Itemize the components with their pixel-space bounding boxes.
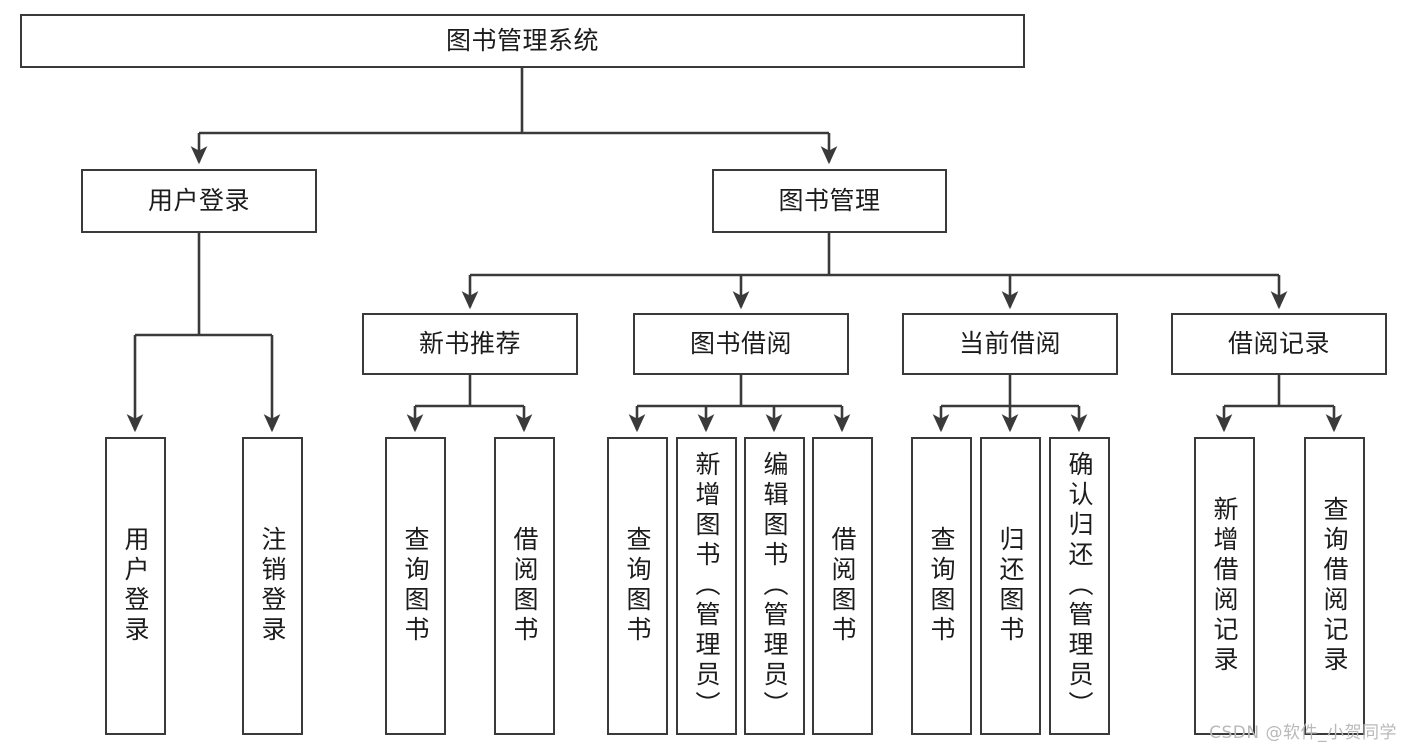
node-borrow-record[interactable]: 借阅记录 (1171, 313, 1387, 375)
node-leaf-user-login[interactable]: 用户登录 (105, 437, 166, 735)
node-user-login[interactable]: 用户登录 (81, 169, 317, 233)
node-label: 归还图书 (996, 526, 1025, 646)
node-label: 新书推荐 (418, 329, 521, 359)
node-label: 当前借阅 (958, 329, 1061, 359)
node-label: 注销登录 (258, 526, 287, 646)
node-book-management[interactable]: 图书管理 (712, 169, 947, 233)
node-label: 借阅记录 (1227, 329, 1330, 359)
node-label: 新增图书（管理员） (692, 451, 721, 721)
node-leaf-query-book-3[interactable]: 查询图书 (911, 437, 972, 735)
node-leaf-query-book-2[interactable]: 查询图书 (607, 437, 668, 735)
node-label: 确认归还（管理员） (1065, 451, 1094, 721)
node-label: 用户登录 (121, 526, 150, 646)
node-leaf-return-book[interactable]: 归还图书 (980, 437, 1041, 735)
node-label: 图书管理系统 (445, 26, 599, 56)
node-label: 用户登录 (147, 186, 250, 216)
node-label: 新增借阅记录 (1210, 496, 1239, 676)
node-leaf-add-borrow-record[interactable]: 新增借阅记录 (1194, 437, 1255, 735)
node-label: 查询图书 (623, 526, 652, 646)
node-label: 编辑图书（管理员） (760, 451, 789, 721)
node-label: 借阅图书 (510, 526, 539, 646)
node-leaf-borrow-book-2[interactable]: 借阅图书 (812, 437, 873, 735)
node-label: 借阅图书 (828, 526, 857, 646)
node-new-book-recommend[interactable]: 新书推荐 (362, 313, 578, 375)
node-leaf-confirm-return-admin[interactable]: 确认归还（管理员） (1049, 437, 1110, 735)
node-leaf-add-book-admin[interactable]: 新增图书（管理员） (676, 437, 737, 735)
node-label: 图书借阅 (689, 329, 792, 359)
node-label: 查询图书 (927, 526, 956, 646)
node-leaf-logout-login[interactable]: 注销登录 (242, 437, 303, 735)
csdn-watermark: CSDN @软件_小贺同学 (1209, 723, 1397, 743)
node-leaf-query-book-1[interactable]: 查询图书 (385, 437, 446, 735)
node-label: 查询图书 (401, 526, 430, 646)
node-root-book-management-system[interactable]: 图书管理系统 (20, 14, 1025, 68)
node-leaf-borrow-book-1[interactable]: 借阅图书 (494, 437, 555, 735)
node-current-borrow[interactable]: 当前借阅 (902, 313, 1118, 375)
node-leaf-edit-book-admin[interactable]: 编辑图书（管理员） (744, 437, 805, 735)
node-label: 查询借阅记录 (1320, 496, 1349, 676)
node-leaf-query-borrow-record[interactable]: 查询借阅记录 (1304, 437, 1365, 735)
node-label: 图书管理 (778, 186, 881, 216)
node-book-borrow[interactable]: 图书借阅 (633, 313, 849, 375)
